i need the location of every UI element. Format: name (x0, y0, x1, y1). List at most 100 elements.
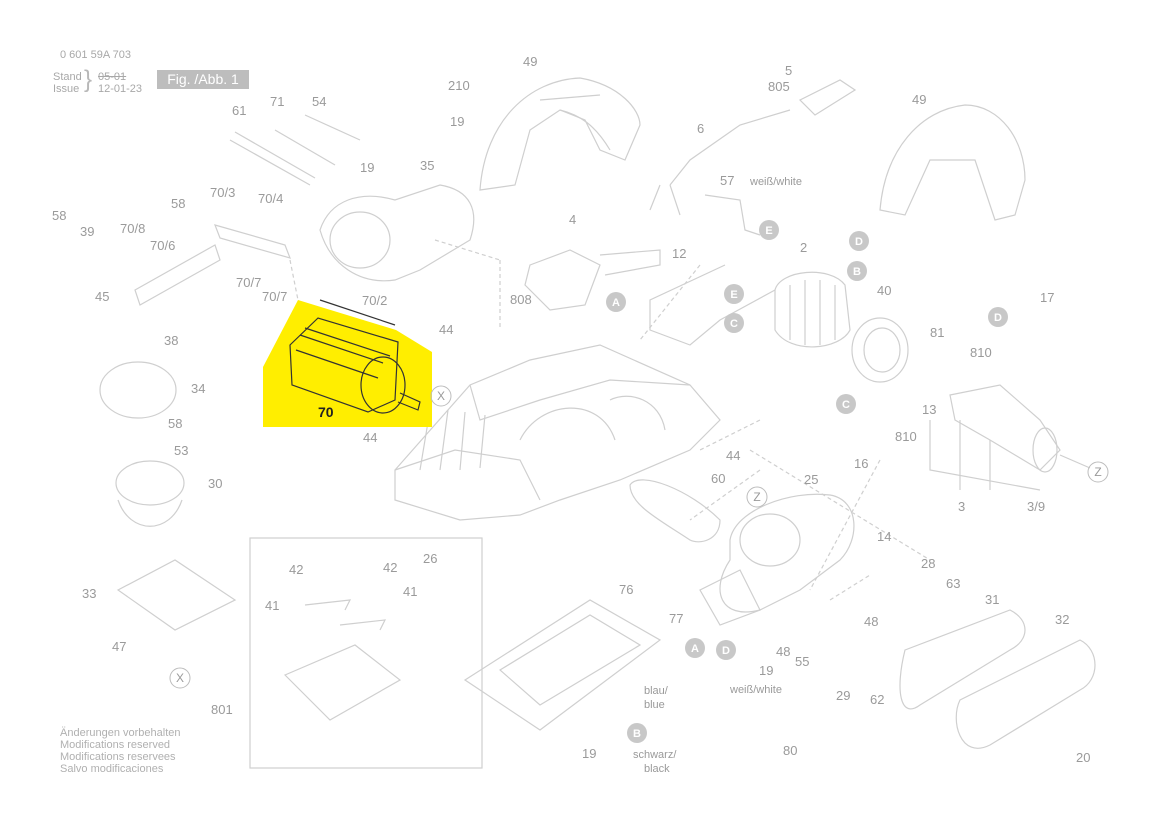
ref-mark-letter: X (176, 671, 184, 685)
highlight-region (263, 300, 432, 427)
part-label-p708: 70/8 (120, 221, 145, 236)
ref-mark-circle (169, 667, 191, 689)
belt-cover-outline (955, 639, 1096, 749)
issue-value: 12-01-23 (98, 83, 143, 95)
base-plate-outline (463, 599, 662, 731)
part-label-p706: 70/6 (150, 238, 175, 253)
ref-mark-z: Z (1087, 461, 1109, 483)
ref-mark-circle (1087, 461, 1109, 483)
part-label-p5: 5 (785, 63, 792, 78)
part-label-p44a: 44 (439, 322, 453, 337)
badge-circle (724, 313, 744, 333)
part-label-p48b: 48 (776, 644, 790, 659)
part-label-p801: 801 (211, 702, 233, 717)
part-label-p19d: 19 (582, 746, 596, 761)
highlight-label: 70 (318, 404, 334, 420)
part-label-p58a: 58 (52, 208, 66, 223)
part-label-p210: 210 (448, 78, 470, 93)
armature-70-drawing (289, 299, 421, 414)
badge-letter: D (855, 236, 863, 248)
part-label-p704: 70/4 (258, 191, 283, 206)
note-line: Modifications reservees (60, 751, 176, 763)
part-label-p19a: 19 (450, 114, 464, 129)
ref-mark-x: X (169, 667, 191, 689)
plug-outline (798, 79, 857, 116)
part-label-p707b: 70/7 (262, 289, 287, 304)
part-label-p71: 71 (270, 94, 284, 109)
part-label-p702: 70/2 (362, 293, 387, 308)
ref-mark-z: Z (746, 486, 768, 508)
part-label-p49b: 49 (912, 92, 926, 107)
wire-labels: weiß/white blau/ blue weiß/white schwarz… (633, 176, 802, 775)
badge-circle (685, 638, 705, 658)
part-label-p39: 39 (80, 224, 94, 239)
wire-label-blue-de: blau/ (644, 685, 669, 697)
part-label-p35: 35 (420, 158, 434, 173)
ref-mark-letter: Z (753, 490, 760, 504)
badge-letter: D (722, 645, 730, 657)
stand-label: Stand (53, 71, 82, 83)
part-label-p31: 31 (985, 592, 999, 607)
part-label-p810b: 810 (895, 429, 917, 444)
badge-c: C (724, 313, 744, 333)
part-label-p57: 57 (720, 173, 734, 188)
part-label-p2: 2 (800, 240, 807, 255)
part-label-p19b: 19 (360, 160, 374, 175)
part-label-p33: 33 (82, 586, 96, 601)
badge-e: E (724, 284, 744, 304)
part-label-p77: 77 (669, 611, 683, 626)
part-label-p29: 29 (836, 688, 850, 703)
wire-label-57: weiß/white (749, 176, 802, 188)
ref-mark-circle (430, 385, 452, 407)
part-label-p61: 61 (232, 103, 246, 118)
badge-circle (759, 220, 779, 240)
ref-mark-x: X (430, 385, 452, 407)
part-label-p6: 6 (697, 121, 704, 136)
part-label-p25: 25 (804, 472, 818, 487)
part-label-p47: 47 (112, 639, 126, 654)
part-label-p13: 13 (922, 402, 936, 417)
part-label-p40: 40 (877, 283, 891, 298)
part-label-p4: 4 (569, 212, 576, 227)
part-label-p41a: 41 (265, 598, 279, 613)
badge-a: A (606, 292, 626, 312)
part-label-p32: 32 (1055, 612, 1069, 627)
badge-a: A (685, 638, 705, 658)
badge-circle (847, 261, 867, 281)
note-line: Salvo modificaciones (60, 763, 164, 775)
wire-label-white: weiß/white (729, 684, 782, 696)
part-label-p34: 34 (191, 381, 205, 396)
badge-circle (849, 231, 869, 251)
armature-outline (949, 384, 1061, 471)
badge-b: B (847, 261, 867, 281)
wire-label-black-en: black (644, 763, 670, 775)
badge-d: D (988, 307, 1008, 327)
badge-e: E (759, 220, 779, 240)
part-label-p30: 30 (208, 476, 222, 491)
part-label-p45: 45 (95, 289, 109, 304)
badge-circle (606, 292, 626, 312)
part-label-p28: 28 (921, 556, 935, 571)
part-label-p707a: 70/7 (236, 275, 261, 290)
notes-block: Änderungen vorbehalten Modifications res… (60, 727, 180, 775)
part-label-p17: 17 (1040, 290, 1054, 305)
knob-outline (99, 361, 177, 419)
ref-mark-letter: X (437, 389, 445, 403)
badge-b: B (627, 723, 647, 743)
badge-circle (724, 284, 744, 304)
figure-label: Fig. /Abb. 1 (157, 70, 249, 89)
part-label-p703: 70/3 (210, 185, 235, 200)
handle-right-outline (879, 104, 1026, 221)
badge-letter: C (730, 318, 738, 330)
part-label-p76: 76 (619, 582, 633, 597)
note-line: Modifications reserved (60, 739, 171, 751)
ref-mark-circle (746, 486, 768, 508)
part-label-p808: 808 (510, 292, 532, 307)
badge-letter: A (691, 643, 699, 655)
badge-circle (716, 640, 736, 660)
bracket-frame (249, 537, 483, 769)
part-label-p48a: 48 (864, 614, 878, 629)
